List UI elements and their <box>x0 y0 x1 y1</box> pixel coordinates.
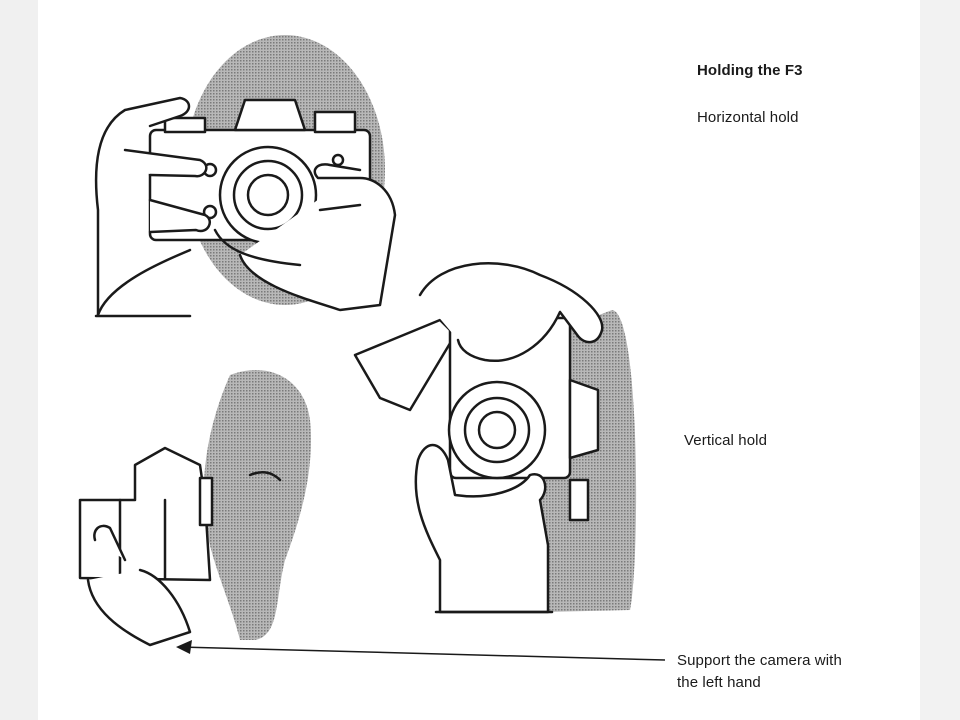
eyepiece <box>198 476 214 527</box>
side-camera <box>78 446 212 582</box>
bottom-hand <box>414 443 550 614</box>
camera-prism <box>233 98 307 132</box>
right-finger-lines <box>213 203 362 267</box>
scan-margin-right <box>920 0 960 720</box>
camera-button <box>331 153 345 167</box>
vertical-hold-illustration <box>353 262 637 614</box>
support-caption-line1: Support the camera with <box>677 652 842 669</box>
upper-arm <box>353 318 457 412</box>
support-hand <box>86 524 192 647</box>
scan-margin-left <box>0 0 38 720</box>
top-hand <box>418 262 604 363</box>
vertical-hold-caption: Vertical hold <box>684 432 768 449</box>
left-hand <box>94 96 211 317</box>
vertical-lens-inner <box>477 410 517 450</box>
vertical-camera-dial <box>568 478 590 522</box>
vertical-camera-prism <box>568 378 600 460</box>
camera-top-dial-left <box>163 116 207 134</box>
right-hand <box>238 163 397 312</box>
side-head-shadow <box>203 370 311 640</box>
left-fingers <box>96 248 192 317</box>
support-caption-line2: the left hand <box>677 674 761 691</box>
side-view-illustration <box>78 370 311 647</box>
page-heading: Holding the F3 <box>697 62 803 79</box>
eye-line <box>248 471 282 482</box>
pointer-line <box>179 646 666 661</box>
support-caption: Support the camera with the left hand <box>677 650 897 694</box>
camera-top-dial-right <box>313 110 357 134</box>
pointer-arrowhead <box>176 640 192 654</box>
horizontal-hold-illustration <box>94 35 397 318</box>
camera-lens-inner <box>246 173 290 217</box>
horizontal-hold-caption: Horizontal hold <box>697 109 799 126</box>
